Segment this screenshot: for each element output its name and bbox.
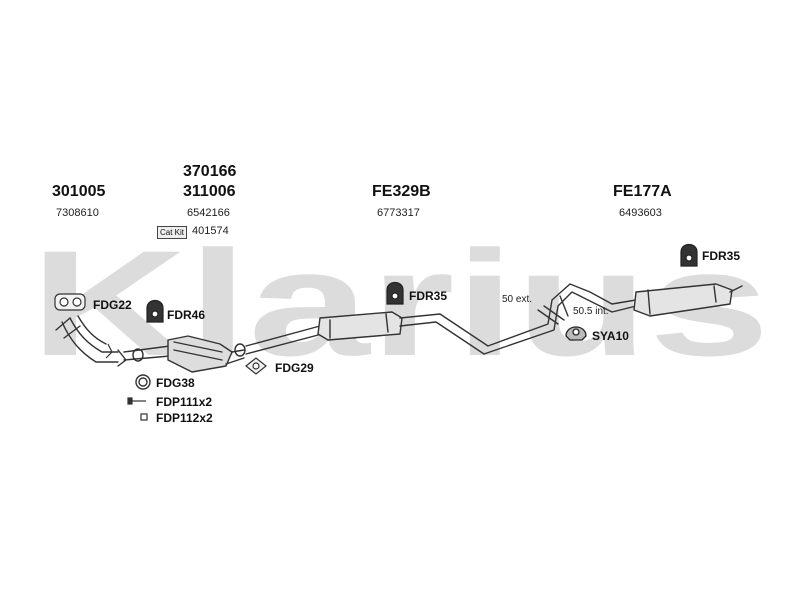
- part-label-fdp112: FDP112x2: [156, 411, 213, 425]
- section-code-fe329b: FE329B: [372, 183, 431, 200]
- bolt-fdp111-icon: [127, 397, 146, 405]
- section-ref-6542166: 6542166: [187, 207, 230, 219]
- centre-silencer: [317, 311, 403, 341]
- rear-silencer: [633, 283, 743, 317]
- section-code-fe177a: FE177A: [613, 183, 672, 200]
- gasket-fdg22-icon: [54, 293, 86, 311]
- gasket-fdg29-icon: [245, 357, 267, 375]
- part-label-fdg38: FDG38: [156, 376, 195, 390]
- section-code-311006: 311006: [183, 183, 236, 200]
- part-label-fdg29: FDG29: [275, 361, 314, 375]
- rear-intermediate-pipe: [399, 283, 637, 355]
- middle-pipe: [234, 325, 323, 357]
- catkit-badge: Cat Kit: [157, 226, 188, 239]
- section-ref-6493603: 6493603: [619, 207, 662, 219]
- catkit-ref: 401574: [192, 225, 229, 237]
- part-label-sya10: SYA10: [592, 329, 629, 343]
- gasket-ring-fdg38-icon: [135, 374, 151, 390]
- dimension-marks: [537, 295, 569, 325]
- rubber-mount-fdr35-mid-icon: [386, 281, 404, 305]
- rubber-mount-fdr46-icon: [146, 299, 164, 323]
- part-label-fdr46: FDR46: [167, 308, 206, 322]
- dimension-ext: 50 ext.: [502, 294, 533, 305]
- part-label-fdr35-mid: FDR35: [409, 289, 448, 303]
- section-code-370166: 370166: [183, 163, 237, 180]
- section-code-301005: 301005: [52, 183, 106, 200]
- intermediate-pipe-front: [123, 345, 171, 362]
- catalytic-converter: [167, 335, 245, 373]
- part-label-fdg22: FDG22: [93, 298, 132, 312]
- part-label-fdp111: FDP111x2: [156, 395, 213, 409]
- section-ref-7308610: 7308610: [56, 207, 99, 219]
- part-label-fdr35-right: FDR35: [702, 249, 741, 263]
- nut-fdp112-icon: [140, 413, 148, 421]
- clamp-sya10-icon: [565, 326, 587, 341]
- dimension-int: 50.5 int.: [573, 306, 609, 317]
- clip-icon: [105, 343, 113, 359]
- rubber-mount-fdr35-right-icon: [680, 243, 698, 267]
- section-ref-6773317: 6773317: [377, 207, 420, 219]
